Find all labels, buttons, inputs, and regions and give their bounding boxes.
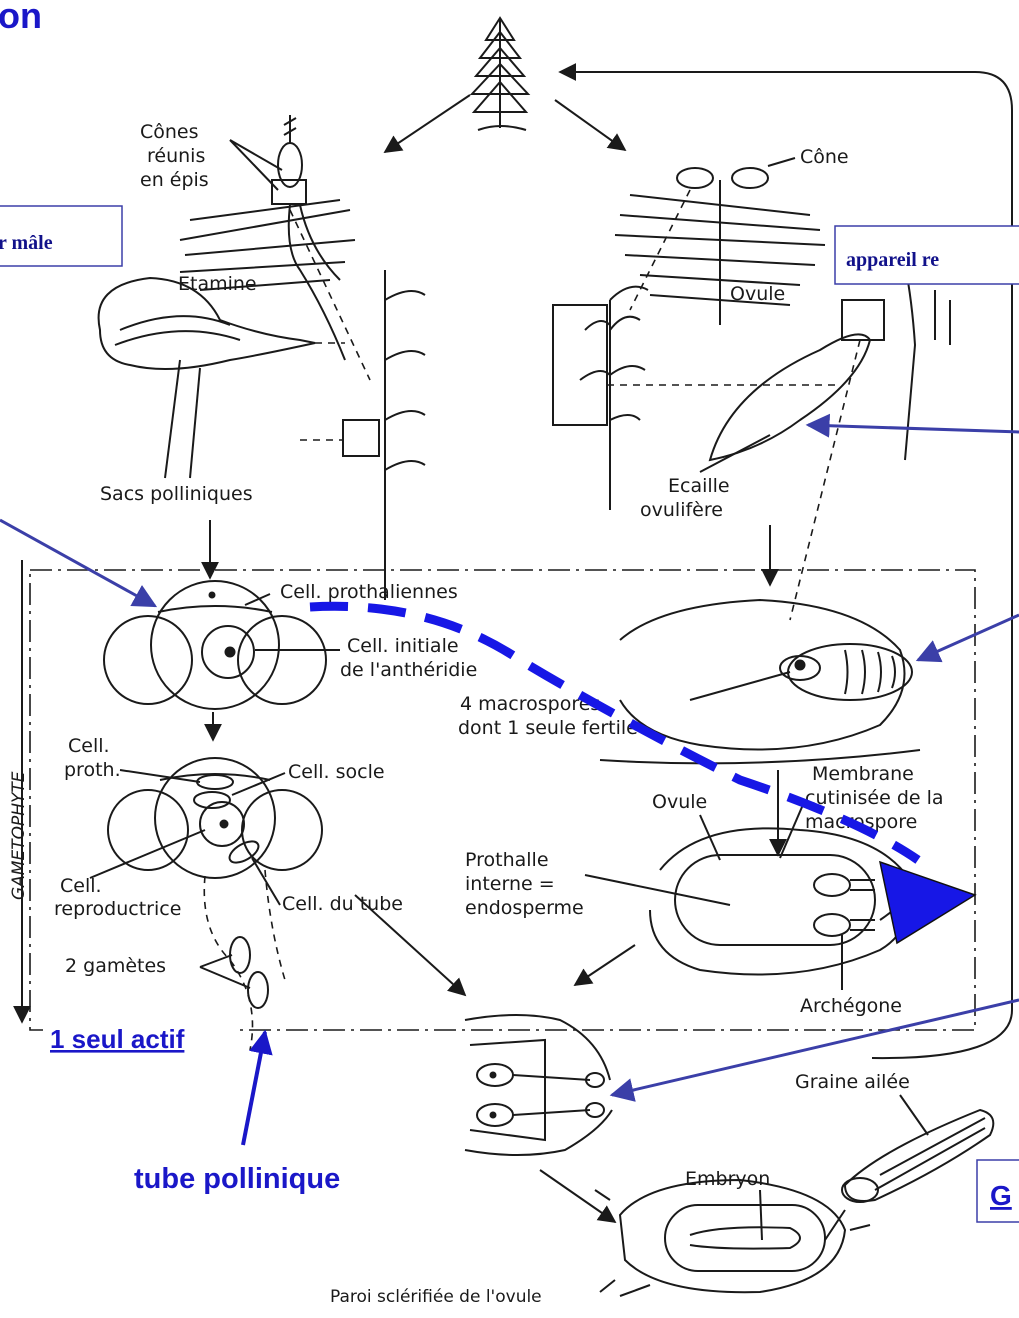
arrow-tree-to-male (385, 95, 470, 152)
dashed-link-female (630, 190, 690, 310)
label-ecaille-1: Ecaille (668, 475, 730, 497)
male-box-text: r mâle (0, 232, 53, 254)
dashed-link-male (290, 210, 370, 380)
fertilization-icon (465, 1015, 612, 1155)
label-cones-reunis-3: en épis (140, 169, 209, 191)
label-sacs-polliniques: Sacs polliniques (100, 483, 253, 505)
label-etamine: Etamine (178, 273, 257, 295)
label-cell-socle: Cell. socle (288, 761, 385, 783)
label-cell-reproductrice-1: Cell. (60, 875, 102, 897)
blue-arrow-ecaille (808, 425, 1019, 432)
label-ovule-top: Ovule (730, 283, 785, 305)
blue-arrow-macrospore (918, 615, 1019, 660)
label-archegone: Archégone (800, 995, 902, 1017)
label-gametophyte: GAMETOPHYTE (9, 771, 29, 900)
label-prothalle-2: interne = (465, 873, 555, 895)
label-tube-pollinique: tube pollinique (134, 1163, 340, 1195)
label-paroi: Paroi sclérifiée de l'ovule (330, 1287, 542, 1307)
label-cell-proth-1: Cell. (68, 735, 110, 757)
label-seul-actif: 1 seul actif (50, 1024, 185, 1054)
label-cones-reunis-2: réunis (147, 145, 205, 167)
label-cell-prothaliennes: Cell. prothaliennes (280, 581, 458, 603)
label-macrospores-2: dont 1 seule fertile (458, 717, 638, 739)
label-prothalle-1: Prothalle (465, 849, 549, 871)
label-membrane-2: cutinisée de la (805, 787, 944, 809)
label-ovule-mid: Ovule (652, 791, 707, 813)
blue-arrow-left (0, 520, 155, 606)
pine-tree-icon (472, 18, 528, 130)
label-cell-du-tube: Cell. du tube (282, 893, 403, 915)
label-cell-initiale-1: Cell. initiale (347, 635, 459, 657)
label-ecaille-2: ovulifère (640, 499, 723, 521)
ovule-macrospores-icon (600, 600, 920, 763)
blue-arrow-tube (243, 1032, 265, 1145)
label-cell-reproductrice-2: reproductrice (54, 898, 181, 920)
title-fragment: on (0, 0, 42, 36)
right-box-text: G (990, 1180, 1012, 1211)
female-branch-icon (615, 168, 825, 325)
stamen-zoom-box (343, 420, 379, 456)
female-box-text: appareil re (846, 249, 939, 271)
label-membrane-1: Membrane (812, 763, 914, 785)
male-branch-icon (180, 115, 355, 360)
label-cell-proth-2: proth. (64, 759, 121, 781)
arrow-tree-to-female (555, 100, 625, 150)
label-embryon: Embryon (685, 1168, 770, 1190)
blue-arrowhead-icon (880, 862, 975, 943)
label-prothalle-3: endosperme (465, 897, 584, 919)
label-cones-reunis-1: Cônes (140, 121, 199, 143)
label-2-gametes: 2 gamètes (65, 955, 166, 977)
label-cell-initiale-2: de l'anthéridie (340, 659, 477, 681)
female-zoom-box (553, 305, 607, 425)
label-cone: Cône (800, 146, 849, 168)
label-graine-ailee: Graine ailée (795, 1071, 910, 1093)
